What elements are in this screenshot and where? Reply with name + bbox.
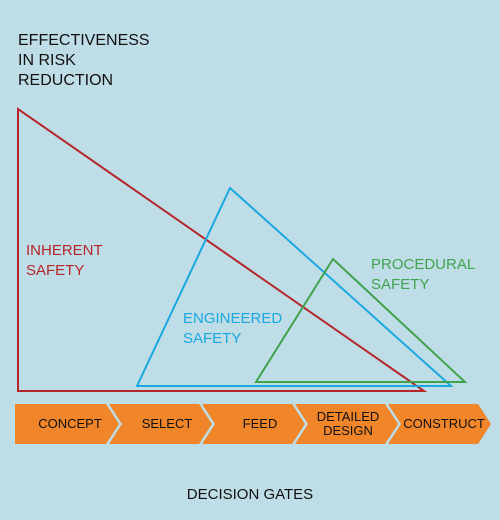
gate-label-feed: FEED: [215, 404, 305, 444]
gate-chevron-construct: [388, 404, 491, 444]
y-axis-title-line-2: IN RISK: [18, 52, 76, 69]
procedural-safety-label-line-2: SAFETY: [371, 276, 430, 293]
engineered-safety-triangle: [135, 186, 454, 387]
procedural-safety-label-line-1: PROCEDURAL: [371, 256, 476, 273]
gate-label-concept: CONCEPT: [15, 404, 125, 444]
gate-label-detailed-design-line-1: DETAILED: [316, 409, 380, 424]
engineered-safety-label-line-1: ENGINEERED: [183, 310, 283, 327]
procedural-safety-label: PROCEDURAL SAFETY: [371, 255, 475, 295]
procedural-safety-triangle: [254, 257, 468, 383]
gate-chevron-concept: [15, 404, 119, 444]
gate-label-select-line-1: SELECT: [141, 416, 193, 431]
gate-label-detailed-design-line-2: DESIGN: [323, 423, 373, 438]
inherent-safety-triangle: [17, 107, 428, 392]
gate-label-construct-line-1: CONSTRUCT: [403, 416, 485, 431]
y-axis-title-line-3: REDUCTION: [18, 72, 114, 89]
gate-label-concept-line-1: CONCEPT: [38, 416, 102, 431]
inherent-safety-label-line-2: SAFETY: [26, 262, 85, 279]
gate-label-construct: CONSTRUCT: [396, 404, 492, 444]
gate-label-feed-line-1: FEED: [242, 416, 278, 431]
gate-chevron-feed: [202, 404, 305, 444]
gate-chevron-detailed-design: [295, 404, 398, 444]
gate-label-select: SELECT: [122, 404, 212, 444]
inherent-safety-label: INHERENT SAFETY: [26, 241, 103, 281]
engineered-safety-label-line-2: SAFETY: [183, 330, 242, 347]
engineered-safety-label: ENGINEERED SAFETY: [183, 309, 282, 349]
y-axis-title: EFFECTIVENESS IN RISK REDUCTION: [18, 31, 218, 91]
y-axis-title-line-1: EFFECTIVENESS: [18, 32, 150, 49]
inherent-safety-label-line-1: INHERENT: [26, 242, 103, 259]
gate-chevron-select: [109, 404, 212, 444]
x-axis-title: DECISION GATES: [186, 486, 314, 503]
gate-label-detailed-design: DETAILED DESIGN: [303, 404, 393, 444]
